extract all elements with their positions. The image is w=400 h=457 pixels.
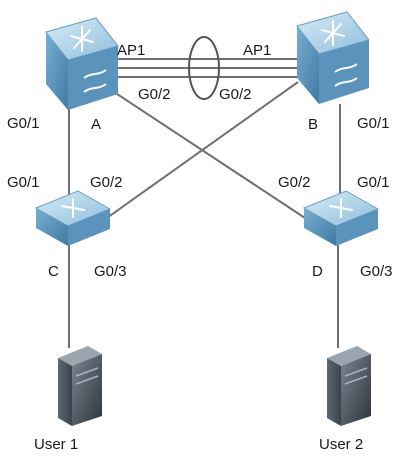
node-label-b: B xyxy=(308,116,318,133)
port-label-c-cross: G0/2 xyxy=(90,174,123,191)
node-label-a: A xyxy=(91,116,101,133)
port-label-d-down: G0/3 xyxy=(360,263,393,280)
arrows-icon xyxy=(329,198,353,218)
drive-bay xyxy=(75,367,99,377)
node-label-user2: User 2 xyxy=(319,436,363,453)
drive-bay xyxy=(344,367,368,377)
node-label-d: D xyxy=(312,263,323,280)
user1-pc xyxy=(58,346,102,426)
star-icon xyxy=(321,20,345,46)
user2-pc xyxy=(327,346,371,426)
link-a-d xyxy=(107,87,306,219)
switch-arrows-icon xyxy=(334,63,358,87)
port-label-b-down: G0/1 xyxy=(357,115,390,132)
switch-arrows-icon xyxy=(83,69,107,93)
arrows-icon xyxy=(61,198,85,218)
port-label-c-down: G0/3 xyxy=(94,263,127,280)
port-label-d-up: G0/1 xyxy=(357,174,390,191)
drive-bay xyxy=(75,375,99,385)
switch-d xyxy=(302,190,380,246)
port-label-b-ap: AP1 xyxy=(243,42,271,59)
port-label-c-up: G0/1 xyxy=(7,174,40,191)
node-label-c: C xyxy=(48,263,59,280)
switch-b xyxy=(296,11,370,104)
port-label-a-ap: AP1 xyxy=(117,42,145,59)
port-label-d-cross: G0/2 xyxy=(278,174,311,191)
switch-c xyxy=(34,190,112,246)
switch-a xyxy=(45,17,119,110)
links xyxy=(68,58,341,348)
node-label-user1: User 1 xyxy=(34,436,78,453)
drive-bay xyxy=(344,375,368,385)
link-b-c xyxy=(103,81,299,221)
aggregate-port-ellipse xyxy=(188,36,220,100)
port-label-b-cross: G0/2 xyxy=(219,86,252,103)
star-icon xyxy=(70,26,94,52)
port-label-a-cross: G0/2 xyxy=(138,86,171,103)
port-label-a-down: G0/1 xyxy=(7,115,40,132)
